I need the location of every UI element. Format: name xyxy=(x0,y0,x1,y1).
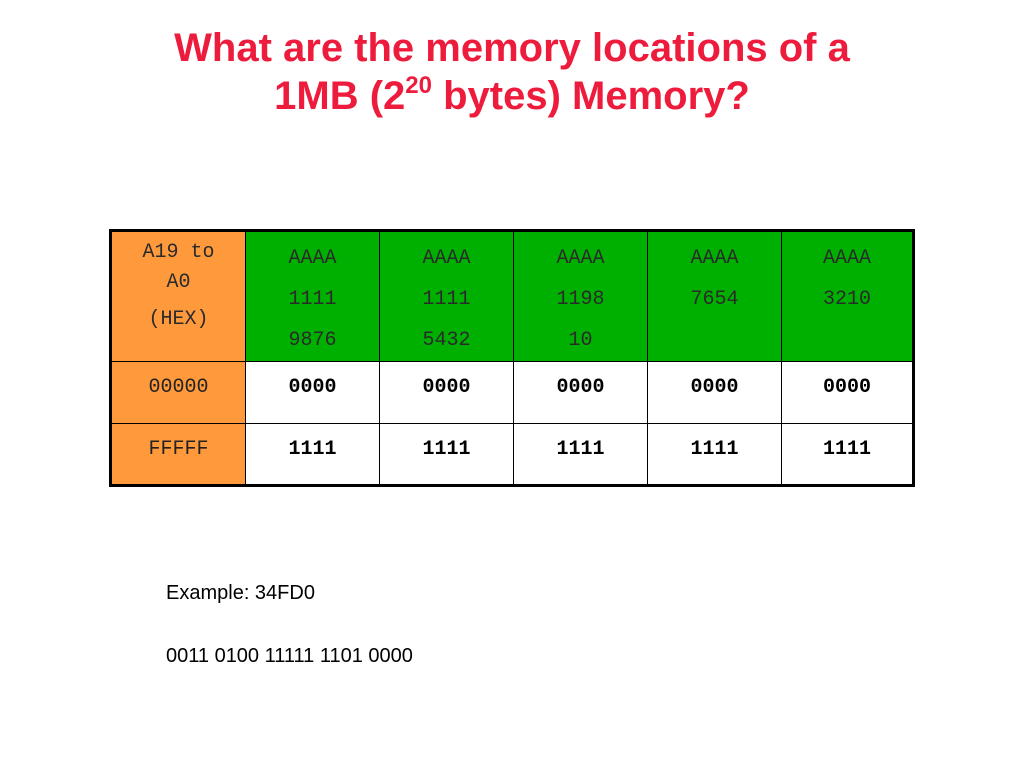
row-address: 00000 xyxy=(110,361,246,424)
example-binary: 0011 0100 11111 1101 0000 xyxy=(166,645,413,667)
header-bits-col-5: AAAA 3210 xyxy=(781,230,914,362)
header-bits-col-2: AAAA 1111 5432 xyxy=(379,230,514,362)
header-bit-line: 3210 xyxy=(822,288,871,311)
row-value: 1111 xyxy=(245,423,380,486)
title-exponent: 20 xyxy=(405,72,432,99)
header-bit-line: AAAA xyxy=(556,247,605,270)
header-bit-line: 9876 xyxy=(288,329,337,352)
title-line-2-end: bytes) Memory? xyxy=(431,74,750,118)
row-value: 0000 xyxy=(513,361,648,424)
header-bit-line: 5432 xyxy=(422,329,471,352)
header-bit-line: AAAA xyxy=(690,247,739,270)
header-bits-col-3: AAAA 1198 10 xyxy=(513,230,648,362)
header-bit-line: AAAA xyxy=(422,247,471,270)
header-label-line: A19 to xyxy=(142,241,215,264)
header-bits-col-1: AAAA 1111 9876 xyxy=(245,230,380,362)
header-bits-col-4: AAAA 7654 xyxy=(647,230,782,362)
table-header-row: A19 to A0 (HEX) AAAA 1111 9876 AAAA 1111… xyxy=(110,230,914,362)
row-value: 0000 xyxy=(781,361,914,424)
table-row: FFFFF 1111 1111 1111 1111 1111 xyxy=(110,423,914,486)
row-address: FFFFF xyxy=(110,423,246,486)
row-value: 1111 xyxy=(379,423,514,486)
header-address-range: A19 to A0 (HEX) xyxy=(110,230,246,362)
row-value: 1111 xyxy=(781,423,914,486)
header-bit-line: 10 xyxy=(568,329,593,352)
row-value: 0000 xyxy=(245,361,380,424)
row-value: 1111 xyxy=(513,423,648,486)
row-value: 1111 xyxy=(647,423,782,486)
table-row: 00000 0000 0000 0000 0000 0000 xyxy=(110,361,914,424)
header-bit-line: 1111 xyxy=(288,288,337,311)
title-line-1: What are the memory locations of a xyxy=(174,26,850,70)
row-value: 0000 xyxy=(647,361,782,424)
example-label: Example: 34FD0 xyxy=(166,582,315,604)
header-bit-line: AAAA xyxy=(288,247,337,270)
header-bit-line: AAAA xyxy=(822,247,871,270)
header-bit-line: 7654 xyxy=(690,288,739,311)
memory-address-table: A19 to A0 (HEX) AAAA 1111 9876 AAAA 1111… xyxy=(109,229,915,487)
header-bit-line: 1198 xyxy=(556,288,605,311)
header-label-line: A0 xyxy=(166,271,191,294)
slide-title: What are the memory locations of a 1MB (… xyxy=(0,24,1024,120)
title-line-2-start: 1MB (2 xyxy=(274,74,406,118)
header-bit-line: 1111 xyxy=(422,288,471,311)
row-value: 0000 xyxy=(379,361,514,424)
header-label-line: (HEX) xyxy=(148,308,209,331)
